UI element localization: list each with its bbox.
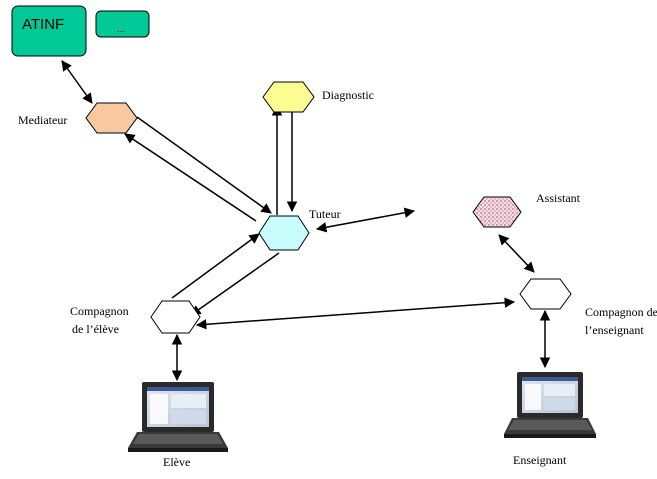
compagnon-eleve-node	[150, 300, 201, 334]
atinf-button[interactable]: ATINF	[11, 5, 87, 57]
eleve-label: Elève	[163, 455, 190, 469]
laptop-icon	[504, 372, 596, 438]
compagnon-enseignant-node	[519, 278, 572, 310]
arrow-tuteur-assistant	[315, 207, 416, 233]
laptop-eleve	[128, 382, 228, 452]
hexagon-icon	[85, 102, 138, 134]
hexagon-icon	[258, 215, 310, 251]
diagnostic-label: Diagnostic	[322, 88, 374, 102]
arrow-tuteur-to-mediateur	[124, 133, 257, 222]
hexagon-icon	[519, 278, 572, 310]
arrow-mediateur-to-tuteur	[136, 116, 272, 214]
assistant-node	[472, 196, 522, 228]
diagnostic-node	[262, 81, 315, 113]
assistant-label: Assistant	[536, 191, 581, 205]
atinf-button-label: ATINF	[22, 16, 64, 33]
more-button[interactable]: ...	[95, 10, 150, 38]
hexagon-icon	[262, 81, 315, 113]
arrow-compagnon-to-tuteur	[171, 233, 260, 299]
arrow-compagnon-eleve-enseignant	[195, 297, 516, 330]
compagnon-enseignant-label-line2: l’enseignant	[585, 323, 644, 337]
compagnon-eleve-label-line1: Compagnon	[70, 304, 129, 318]
more-button-label: ...	[117, 24, 125, 35]
mediateur-node	[85, 102, 138, 134]
hexagon-icon	[150, 300, 201, 334]
tuteur-label: Tuteur	[309, 207, 341, 221]
enseignant-label: Enseignant	[513, 453, 567, 467]
hexagon-icon	[472, 196, 522, 228]
arrow-tuteur-to-compagnon	[190, 252, 280, 316]
laptop-icon	[128, 382, 228, 452]
compagnon-eleve-label-line2: de l’élève	[72, 322, 119, 336]
arrow-atinf-mediateur	[61, 60, 93, 104]
arrow-assistant-compagnon-enseignant	[498, 234, 535, 273]
mediateur-label: Mediateur	[18, 113, 67, 127]
tuteur-node	[258, 215, 310, 251]
laptop-enseignant	[504, 372, 596, 438]
compagnon-enseignant-label-line1: Compagnon de	[585, 305, 657, 319]
